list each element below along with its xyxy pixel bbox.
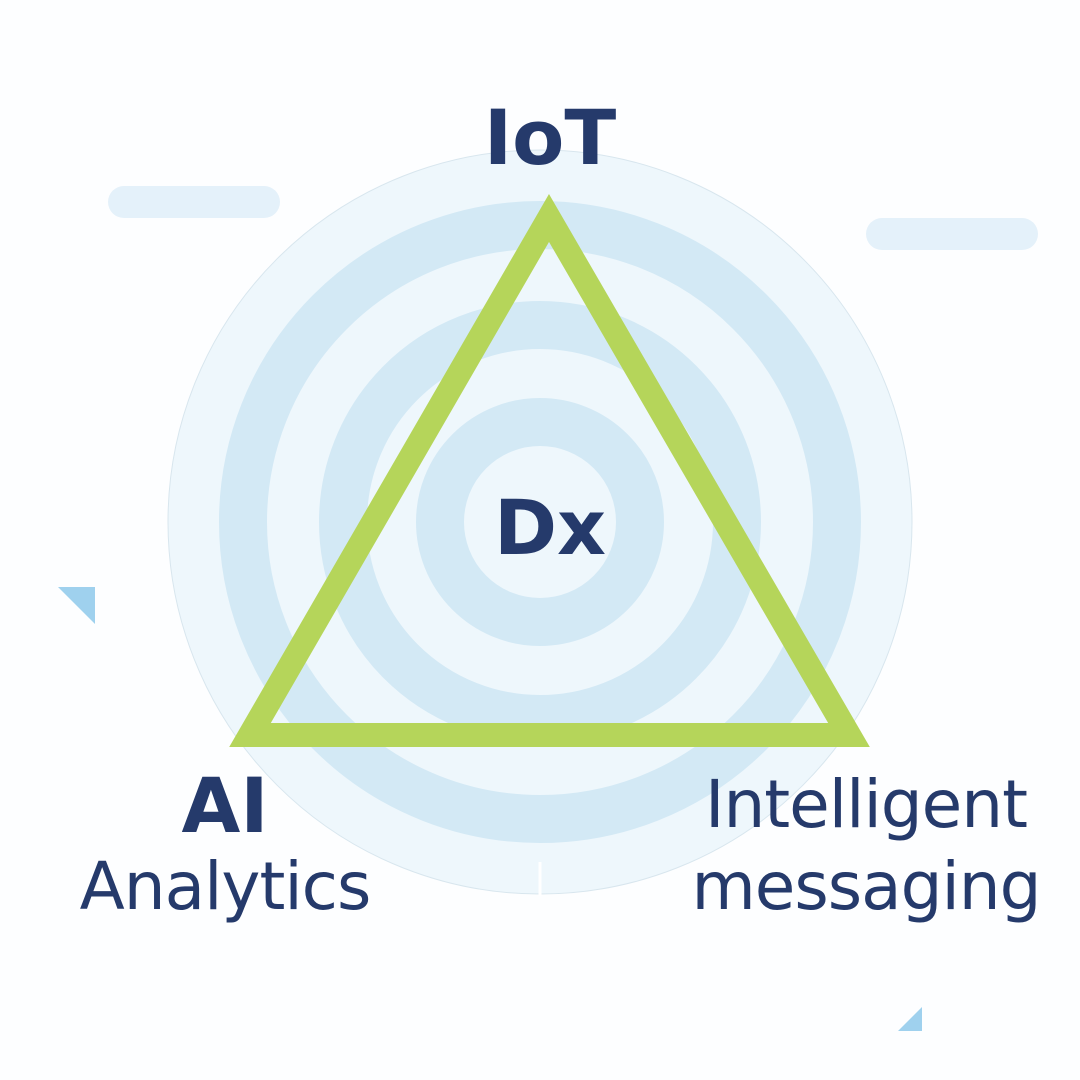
decorative-triangle-right (898, 1007, 922, 1031)
vertex-label-iot: IoT (483, 93, 617, 182)
vertex-label-ai: AI (181, 761, 269, 850)
vertex-label-intelligent-messaging: Intelligent messaging (676, 772, 1056, 920)
decorative-pill-right (866, 218, 1038, 250)
concentric-ring-inner (416, 398, 664, 646)
center-label-dx: Dx (493, 483, 607, 572)
decorative-pill-left (108, 186, 280, 218)
vertex-label-ai-analytics: AI Analytics (60, 768, 390, 920)
vertex-label-intelligent: Intelligent (705, 766, 1028, 843)
vertex-label-analytics: Analytics (79, 848, 372, 925)
decorative-triangle-left (58, 587, 95, 624)
pillar-triangle (229, 194, 870, 747)
vertex-label-messaging: messaging (691, 848, 1041, 925)
